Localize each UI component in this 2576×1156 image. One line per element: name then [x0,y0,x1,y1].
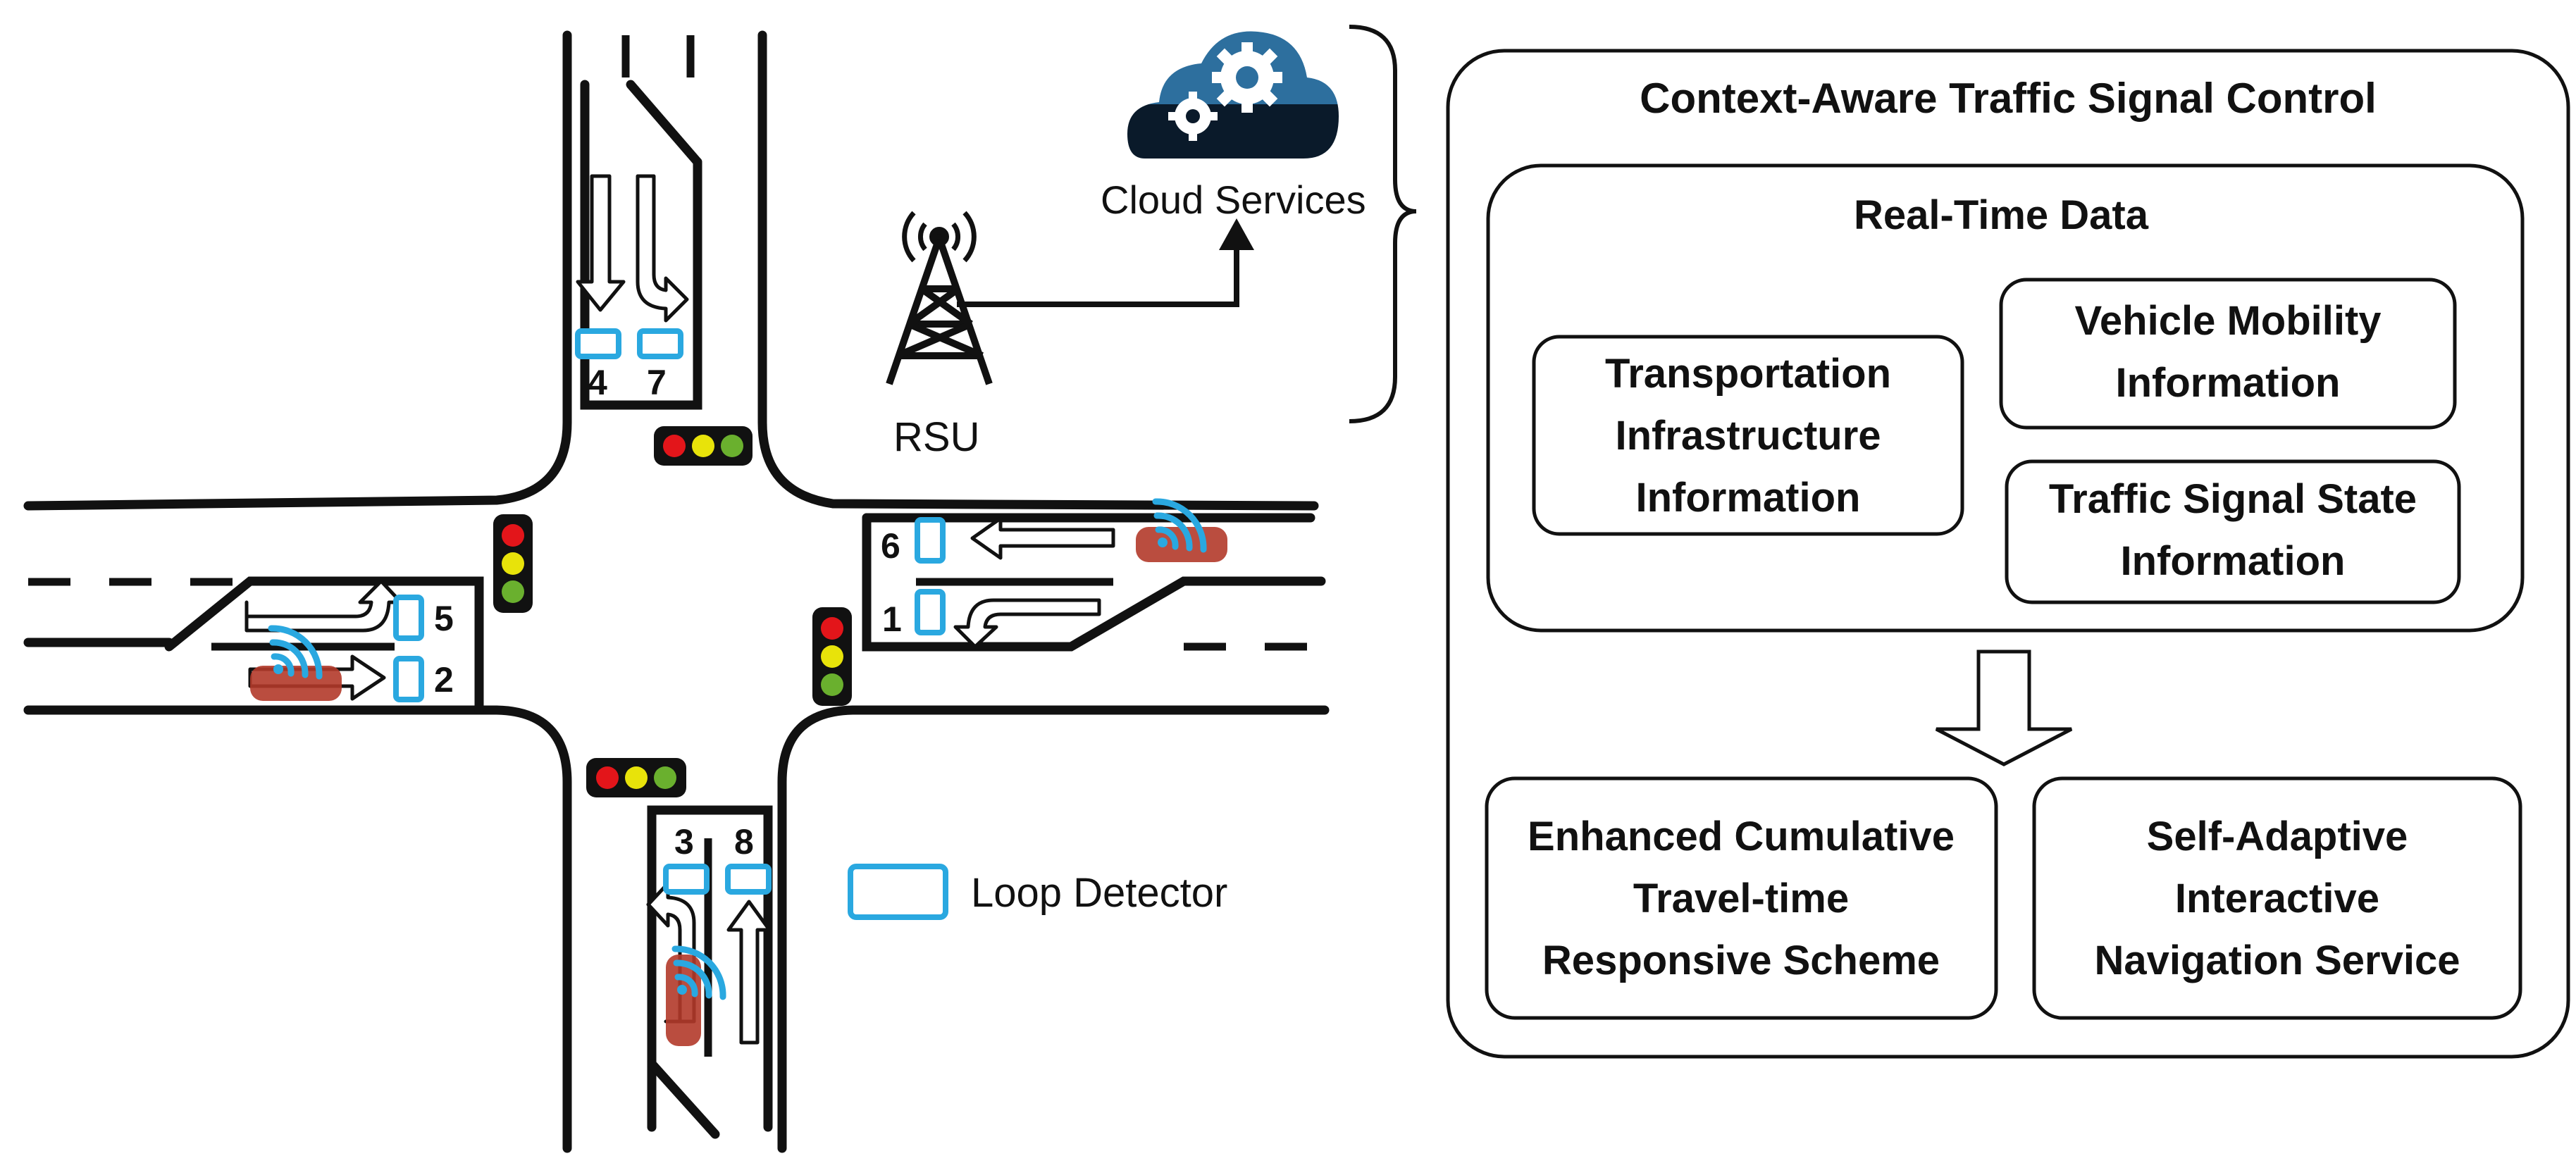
detector-label-2: 2 [434,660,454,700]
traffic-signal-south [586,758,686,797]
legend-detector-swatch [848,864,948,920]
framework-panel: Context-Aware Traffic Signal Control Rea… [1446,49,2570,1059]
detector-label-7: 7 [647,363,667,402]
signal-state-box [2005,459,2461,604]
ectrs-line-2: Travel-time [1633,876,1849,921]
arrow-left-turn-east [953,598,1101,649]
mobility-line-2: Information [2116,360,2341,406]
signal-line-1: Traffic Signal State [2049,476,2417,522]
framework-title: Context-Aware Traffic Signal Control [1640,75,2377,122]
detector-3 [663,864,710,895]
gear-icon [1212,42,1282,113]
mobility-box [1999,278,2457,430]
rsu-cloud-link [957,218,1254,307]
detector-2 [393,656,424,702]
detector-1 [915,589,946,635]
detector-label-8: 8 [734,822,754,862]
gear-small-icon [1168,92,1218,141]
detector-label-4: 4 [588,363,607,402]
arrow-right-turn-south [636,174,689,323]
detector-label-6: 6 [881,526,900,566]
signal-line-2: Information [2121,538,2346,584]
detector-7 [637,328,683,359]
detector-8 [725,864,772,895]
ectrs-line-1: Enhanced Cumulative [1528,814,1955,859]
sains-line-3: Navigation Service [2095,938,2460,983]
road-network [23,30,1330,1153]
detector-5 [393,595,424,641]
sains-line-1: Self-Adaptive [2147,814,2408,859]
cloud-label: Cloud Services [1101,178,1366,222]
mobility-line-1: Vehicle Mobility [2074,298,2381,344]
rsu-antenna-icon [886,211,993,385]
arrow-through-left [970,516,1115,560]
flow-arrow-down [1935,650,2073,766]
arrow-through-down [576,174,626,312]
arrow-through-up [726,900,772,1045]
sains-line-2: Interactive [2175,876,2379,921]
curly-brace [1349,25,1417,423]
traffic-signal-west [493,514,533,613]
detector-label-1: 1 [882,599,902,639]
arrow-left-turn-west [244,579,403,633]
infra-line-3: Information [1636,475,1861,521]
detector-4 [575,328,621,359]
realtime-title: Real-Time Data [1854,192,2149,238]
traffic-signal-east [812,607,852,706]
sains-box [2032,776,2522,1020]
rsu-label: RSU [893,414,979,460]
cloud-icon [1127,31,1339,159]
car-south [666,949,723,1046]
ectrs-box [1485,776,1998,1020]
ectrs-line-3: Responsive Scheme [1542,938,1940,983]
detector-label-5: 5 [434,599,454,638]
infra-box [1532,335,1964,536]
detector-label-3: 3 [674,822,694,862]
traffic-signal-north [654,426,753,466]
infra-line-1: Transportation [1605,351,1891,397]
loop-detectors [393,328,946,895]
legend-label: Loop Detector [971,870,1227,916]
detector-6 [915,517,946,564]
car-west [250,628,342,701]
detector-numbers: 4 7 6 1 5 2 3 8 [434,363,902,862]
car-east [1136,502,1227,562]
infra-line-2: Infrastructure [1615,413,1881,459]
